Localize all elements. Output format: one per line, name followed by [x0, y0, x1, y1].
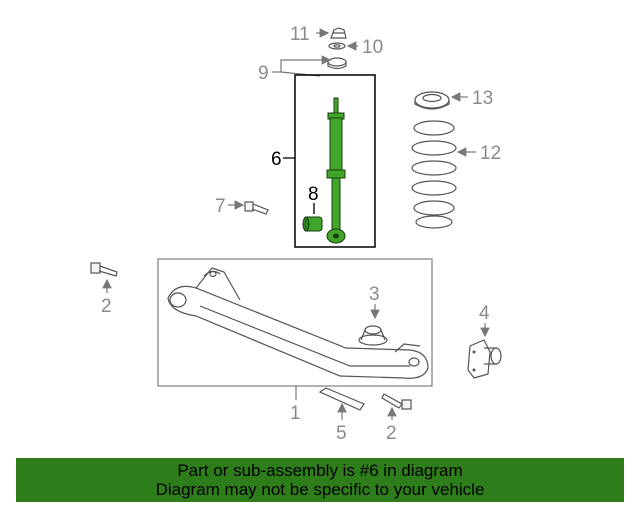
part-12-coil-spring[interactable]	[411, 120, 457, 229]
callout-10[interactable]: 10	[362, 37, 383, 58]
callout-11[interactable]: 11	[290, 24, 310, 45]
callout-13[interactable]: 13	[472, 88, 493, 109]
callout-7[interactable]: 7	[215, 196, 226, 217]
callout-2-right[interactable]: 2	[386, 423, 397, 444]
part-13-spring-seat[interactable]	[414, 91, 450, 110]
callout-8[interactable]: 8	[308, 184, 319, 205]
callout-12[interactable]: 12	[480, 143, 501, 164]
part-4-spindle[interactable]	[467, 339, 502, 379]
callout-1[interactable]: 1	[290, 403, 301, 424]
callout-3[interactable]: 3	[369, 284, 380, 305]
part-9-mount[interactable]	[327, 57, 347, 70]
part-1-axle-beam[interactable]	[167, 267, 429, 379]
banner-line-1: Part or sub-assembly is #6 in diagram	[177, 461, 463, 480]
part-7-bolt[interactable]	[244, 201, 269, 215]
callout-9[interactable]: 9	[258, 63, 269, 84]
highlight-box	[294, 74, 376, 248]
parts-diagram: 11 10 9 6 8 7	[90, 24, 502, 444]
part-2-bolt-left[interactable]	[90, 262, 118, 277]
info-banner: Part or sub-assembly is #6 in diagram Di…	[16, 458, 624, 502]
callout-6[interactable]: 6	[271, 149, 282, 170]
part-11-nut[interactable]	[330, 27, 347, 39]
part-8-bushing[interactable]	[302, 216, 323, 232]
part-10-washer[interactable]	[328, 42, 346, 50]
part-6-shock-absorber[interactable]	[326, 97, 346, 244]
callout-4[interactable]: 4	[479, 303, 490, 324]
part-3-mount[interactable]	[358, 325, 388, 346]
leader-9a	[280, 55, 332, 72]
part-2-bolt-right[interactable]	[381, 393, 412, 410]
callout-5[interactable]: 5	[336, 423, 347, 444]
banner-line-2: Diagram may not be specific to your vehi…	[155, 480, 485, 499]
callout-2-left[interactable]: 2	[101, 296, 112, 317]
axle-box	[157, 258, 433, 387]
